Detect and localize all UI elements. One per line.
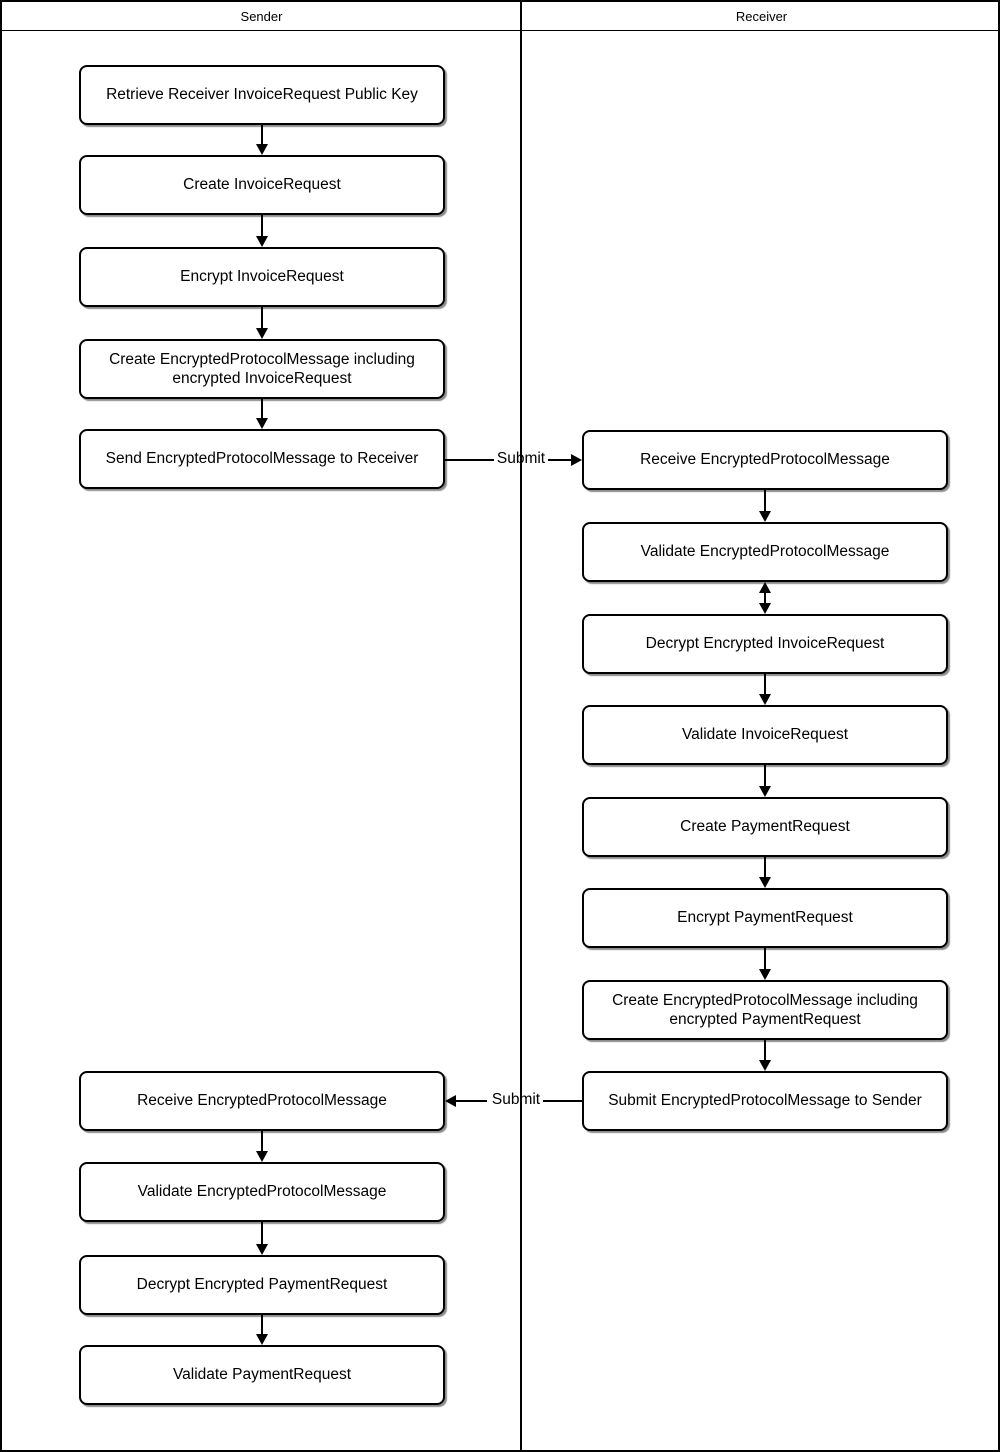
arrow-shaft <box>764 765 766 787</box>
lane-title-receiver: Receiver <box>735 9 788 24</box>
arrow-shaft <box>764 674 766 695</box>
arrowhead-right-icon <box>571 454 582 466</box>
arrowhead-down-icon <box>256 1244 268 1255</box>
node-decrypt-encrypted-invoicerequest: Decrypt Encrypted InvoiceRequest <box>582 614 948 674</box>
arrow-shaft <box>548 459 571 461</box>
arrow-shaft <box>764 1040 766 1061</box>
arrow-shaft <box>764 857 766 878</box>
node-encrypt-invoicerequest: Encrypt InvoiceRequest <box>79 247 445 307</box>
arrowhead-down-icon <box>759 969 771 980</box>
lane-title-sender: Sender <box>240 9 283 24</box>
arrow-shaft <box>261 399 263 419</box>
arrowhead-down-icon <box>256 236 268 247</box>
node-decrypt-encrypted-paymentrequest: Decrypt Encrypted PaymentRequest <box>79 1255 445 1315</box>
arrow-shaft <box>261 125 263 145</box>
node-create-invoicerequest: Create InvoiceRequest <box>79 155 445 215</box>
edge-label-submit-bottom: Submit <box>491 1091 541 1108</box>
node-send-encryptedprotocolmessage-to-receiver: Send EncryptedProtocolMessage to Receive… <box>79 429 445 489</box>
arrow-shaft <box>543 1100 582 1102</box>
node-validate-invoicerequest: Validate InvoiceRequest <box>582 705 948 765</box>
node-receiver-receive-encryptedprotocolmessage: Receive EncryptedProtocolMessage <box>582 430 948 490</box>
node-retrieve-receiver-public-key: Retrieve Receiver InvoiceRequest Public … <box>79 65 445 125</box>
arrow-shaft <box>445 459 494 461</box>
node-create-encryptedprotocolmessage-paymentrequest: Create EncryptedProtocolMessage includin… <box>582 980 948 1040</box>
arrow-shaft <box>261 1315 263 1335</box>
arrowhead-down-icon <box>759 511 771 522</box>
arrow-shaft <box>261 1222 263 1245</box>
arrowhead-down-icon <box>256 1334 268 1345</box>
lane-header-sender: Sender <box>2 2 521 31</box>
arrow-shaft <box>261 1131 263 1152</box>
arrowhead-down-icon <box>256 1151 268 1162</box>
arrowhead-up-icon <box>759 582 771 593</box>
arrowhead-down-icon <box>759 786 771 797</box>
node-sender-receive-encryptedprotocolmessage: Receive EncryptedProtocolMessage <box>79 1071 445 1131</box>
arrowhead-down-icon <box>256 144 268 155</box>
edge-label-submit-top: Submit <box>496 450 546 467</box>
arrowhead-down-icon <box>256 328 268 339</box>
arrow-shaft <box>764 490 766 512</box>
node-validate-paymentrequest: Validate PaymentRequest <box>79 1345 445 1405</box>
node-create-paymentrequest: Create PaymentRequest <box>582 797 948 857</box>
node-sender-validate-encryptedprotocolmessage: Validate EncryptedProtocolMessage <box>79 1162 445 1222</box>
arrowhead-left-icon <box>445 1095 456 1107</box>
arrowhead-down-icon <box>256 418 268 429</box>
arrow-shaft <box>261 307 263 329</box>
arrowhead-down-icon <box>759 1060 771 1071</box>
arrow-shaft <box>764 948 766 970</box>
arrow-shaft <box>764 591 766 605</box>
node-receiver-validate-encryptedprotocolmessage: Validate EncryptedProtocolMessage <box>582 522 948 582</box>
arrowhead-down-icon <box>759 603 771 614</box>
arrowhead-down-icon <box>759 877 771 888</box>
arrowhead-down-icon <box>759 694 771 705</box>
arrow-shaft <box>456 1100 487 1102</box>
lane-divider <box>520 2 522 1450</box>
node-create-encryptedprotocolmessage-invoicerequest: Create EncryptedProtocolMessage includin… <box>79 339 445 399</box>
arrow-shaft <box>261 215 263 237</box>
lane-header-receiver: Receiver <box>521 2 998 31</box>
lane-header-row: Sender Receiver <box>2 2 998 31</box>
node-encrypt-paymentrequest: Encrypt PaymentRequest <box>582 888 948 948</box>
node-submit-encryptedprotocolmessage-to-sender: Submit EncryptedProtocolMessage to Sende… <box>582 1071 948 1131</box>
